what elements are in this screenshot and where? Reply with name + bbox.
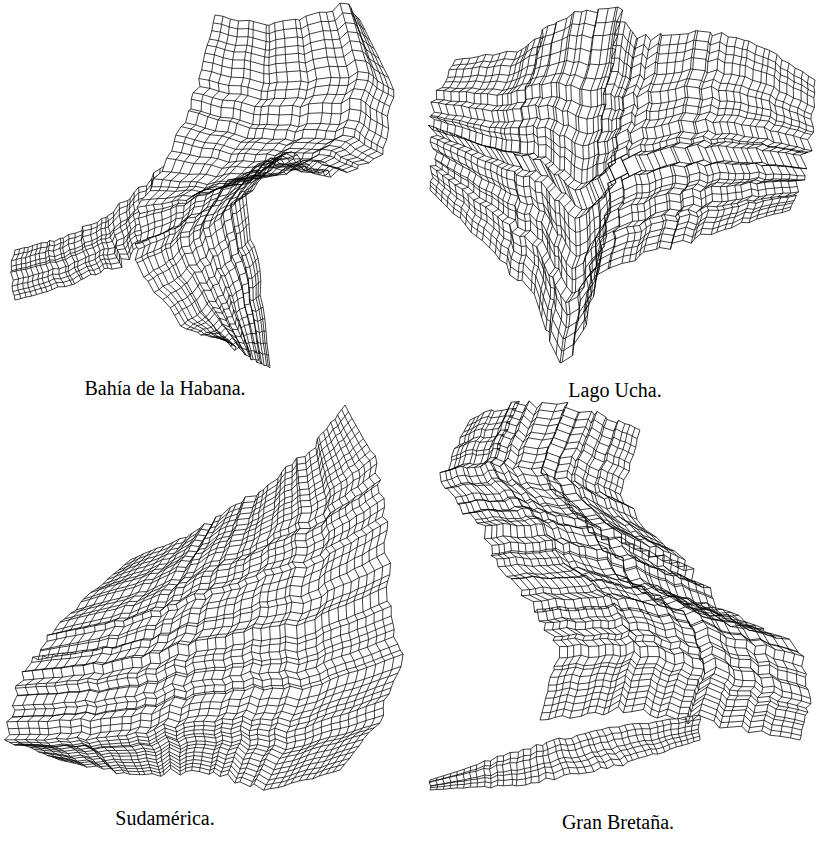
mesh-grid — [5, 405, 403, 790]
mesh-grid — [135, 3, 394, 368]
figure-caption: Lago Ucha. — [566, 378, 663, 402]
mesh-grid — [429, 715, 700, 790]
figure-caption: Gran Bretaña. — [560, 810, 676, 834]
mesh-grid — [428, 7, 815, 363]
figure-caption: Bahía de la Habana. — [82, 376, 247, 400]
mesh-grid — [440, 401, 811, 740]
figure-caption: Sudamérica. — [113, 806, 216, 830]
